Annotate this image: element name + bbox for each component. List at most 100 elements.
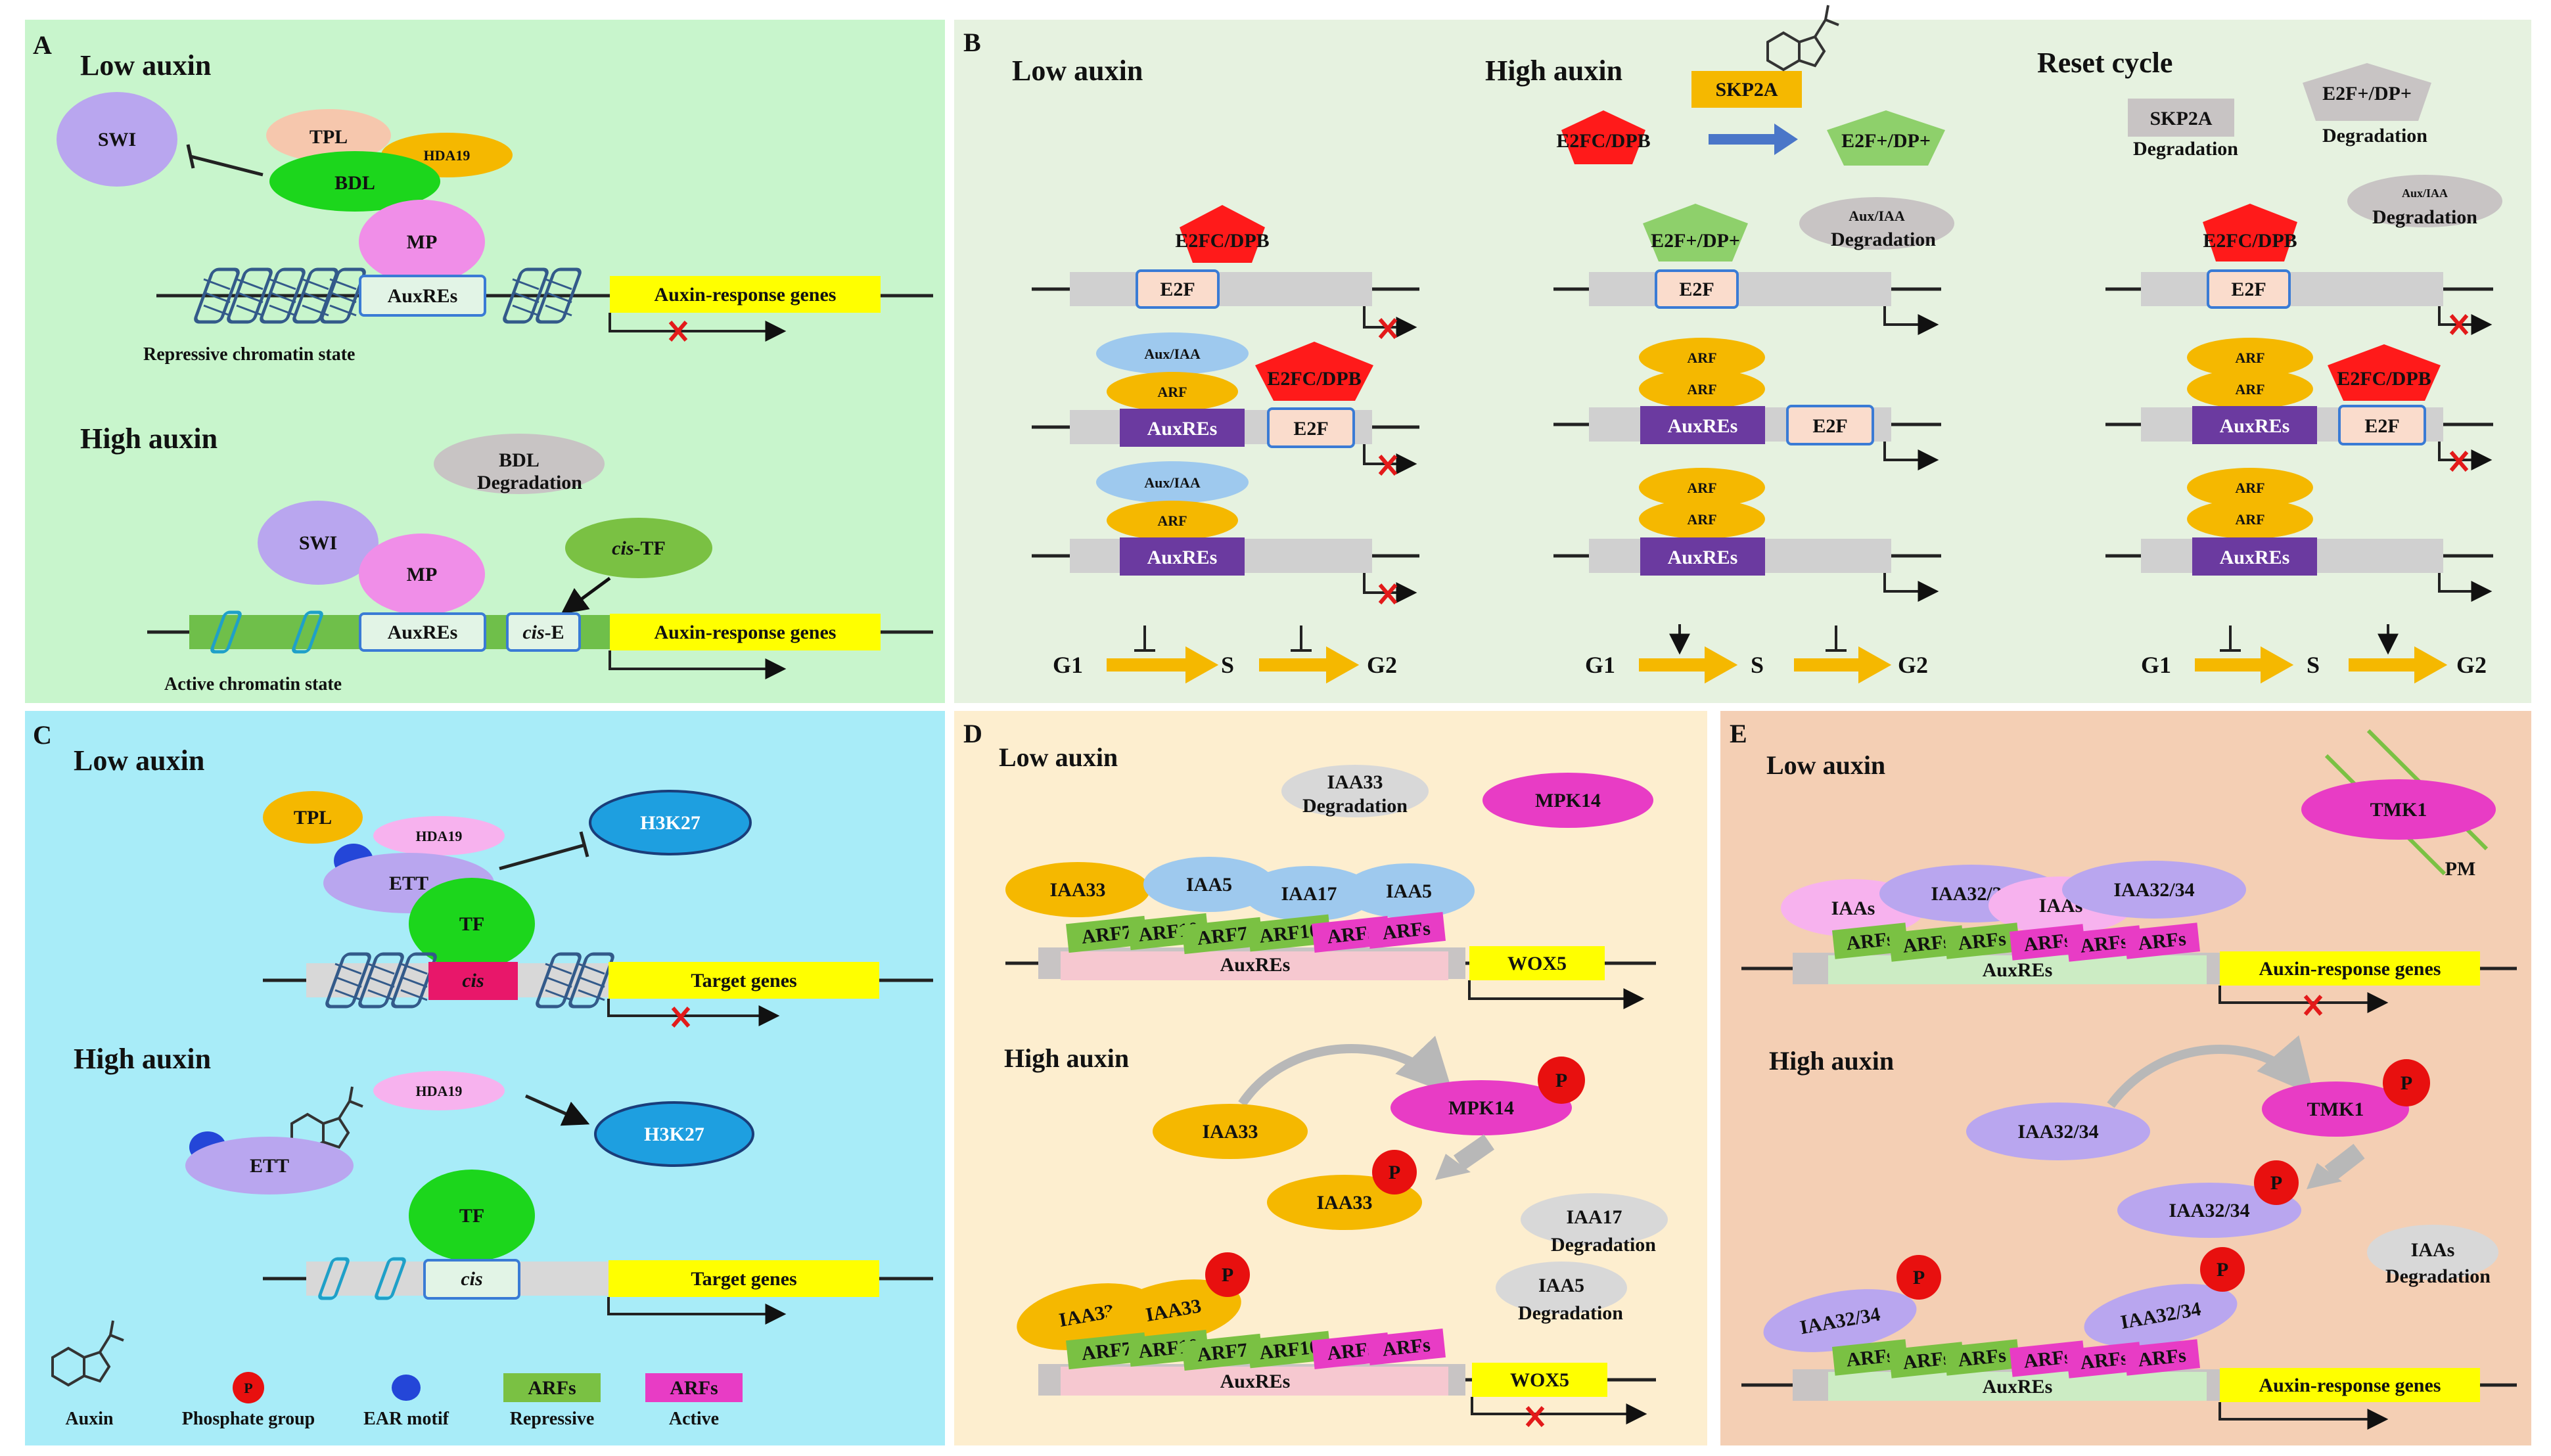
svg-text:E2FC/DPB: E2FC/DPB [1175,230,1269,252]
tpl-ellipse-c [263,791,363,844]
svg-text:ARF: ARF [2235,511,2264,528]
svg-text:E2F: E2F [2364,415,2399,437]
svg-text:SKP2A: SKP2A [2149,108,2212,129]
legend-repressive-label: Repressive [510,1409,595,1429]
cis-box-c2 [423,1259,520,1300]
panel-c-letter: C [33,720,52,750]
h3k27-ellipse-1 [589,790,752,855]
gene-box-e1 [2220,951,2480,986]
svg-text:P: P [1389,1162,1400,1183]
svg-text:E2F: E2F [1812,415,1847,437]
svg-text:AuxREs: AuxREs [1668,547,1738,568]
panel-b: B Low auxin High auxin Reset cycle E2FC/… [963,4,2502,684]
svg-text:E2F: E2F [1293,418,1328,440]
svg-text:Aux/IAA: Aux/IAA [1144,346,1201,362]
svg-text:E2F+/DP+: E2F+/DP+ [1651,230,1740,252]
aux-iaa-degradation-b [1799,197,1954,250]
svg-text:G1: G1 [1585,652,1615,678]
target-gene-box-2 [609,1260,879,1297]
gene-box-e2 [2220,1368,2480,1402]
e2fc-dpb-pentagon-4 [2203,204,2297,262]
svg-text:E2FC/DPB: E2FC/DPB [1267,368,1361,390]
svg-text:Degradation: Degradation [1518,1302,1623,1324]
auxres-label-a1: AuxREs [388,285,458,307]
svg-text:Degradation: Degradation [1302,795,1408,817]
svg-text:E2F: E2F [1679,279,1714,300]
hda19-ellipse-c [373,816,505,855]
svg-text:S: S [1751,652,1764,678]
panel-d-letter: D [963,719,982,748]
iaa17-degradation-ellipse [1521,1193,1668,1246]
svg-text:ARFs: ARFs [1381,917,1431,944]
tpl-label: TPL [310,126,348,148]
panel-a-letter: A [33,30,52,60]
svg-text:P: P [1222,1264,1233,1286]
svg-text:E2FC/DPB: E2FC/DPB [2203,230,2297,252]
panel-b-reset-column: SKP2A Degradation E2F+/DP+ Degradation E… [2105,63,2502,684]
bdl-deg-label: BDL [499,449,540,471]
e2fc-dpb-pentagon-2 [1255,342,1373,401]
svg-text:IAA33: IAA33 [1202,1121,1258,1143]
svg-text:ARF: ARF [2235,480,2264,496]
iaa5-degradation-ellipse [1496,1262,1627,1314]
svg-text:MP: MP [407,564,438,585]
mp-ellipse [359,200,485,284]
svg-text:AuxREs: AuxREs [1220,1371,1291,1392]
cis-tf-label: cis-TF [612,537,666,559]
svg-text:Auxin-response genes: Auxin-response genes [2259,1375,2441,1396]
svg-text:ETT: ETT [250,1155,289,1177]
svg-text:IAA33: IAA33 [1327,771,1383,793]
svg-text:P: P [2401,1072,2412,1094]
panel-b-letter: B [963,28,981,57]
svg-text:IAA17: IAA17 [1566,1206,1622,1228]
wox5-box-1 [1469,946,1605,980]
svg-text:Degradation: Degradation [1551,1234,1656,1256]
panel-c: C Low auxin TPL HDA19 ETT H3K27 TF cis T… [33,720,933,1429]
svg-text:Target genes: Target genes [691,970,796,991]
svg-text:IAAs: IAAs [1831,898,1875,919]
gene-box-a2 [610,614,881,650]
svg-text:E2F: E2F [2231,279,2266,300]
panel-a-high-title: High auxin [80,422,218,455]
svg-text:ARF: ARF [1687,511,1716,528]
legend-phosphate-label: Phosphate group [182,1409,315,1429]
svg-text:ARFs: ARFs [2137,1344,2187,1371]
svg-text:Degradation: Degradation [2133,138,2238,160]
svg-text:ETT: ETT [389,873,428,894]
svg-text:WOX5: WOX5 [1510,1369,1569,1391]
svg-text:H3K27: H3K27 [644,1124,704,1145]
svg-text:IAA32/34: IAA32/34 [2169,1200,2249,1221]
ett-ellipse-2 [185,1137,354,1194]
tf-ellipse-1 [409,878,535,970]
svg-text:P: P [2270,1172,2282,1194]
mpk14-ellipse-2 [1390,1080,1572,1135]
svg-text:ARFs: ARFs [1957,928,2007,954]
arf-row-d2: ARF7 ARF10 ARF7 ARF10 ARFs ARFs [1066,1329,1446,1371]
arf-row-e2: ARFs ARFs ARFs ARFs ARFs ARFs [1832,1339,2200,1378]
svg-text:ARF7: ARF7 [1080,921,1133,948]
mp-label: MP [407,231,438,253]
swi-ellipse-high [258,501,379,585]
e2f-dp-plus-pentagon-1 [1827,110,1945,166]
svg-text:Auxin-response genes: Auxin-response genes [2259,958,2441,980]
svg-text:ARFs: ARFs [528,1377,576,1399]
legend-auxin-label: Auxin [65,1409,114,1429]
svg-text:AuxREs: AuxREs [1220,954,1291,976]
swi-label: SWI [98,129,136,150]
e2f-box-b1 [1136,269,1220,309]
bdl-degradation-ellipse [434,434,605,494]
svg-text:Target genes: Target genes [691,1268,796,1290]
svg-text:IAA5: IAA5 [1538,1275,1584,1296]
svg-text:AuxREs: AuxREs [1983,959,2053,981]
svg-text:IAA5: IAA5 [1386,880,1432,902]
skp2a-degradation-box [2128,99,2234,137]
svg-text:TF: TF [459,913,484,935]
legend-ear-label: EAR motif [363,1409,449,1429]
svg-text:ARF7: ARF7 [1080,1338,1133,1365]
legend-active-label: Active [669,1409,719,1429]
svg-text:AuxREs: AuxREs [388,622,458,643]
svg-text:P: P [1555,1070,1567,1091]
panel-d-low-title: Low auxin [999,742,1118,772]
svg-text:ARF: ARF [1157,384,1187,400]
svg-text:ARFs: ARFs [1845,1344,1895,1371]
